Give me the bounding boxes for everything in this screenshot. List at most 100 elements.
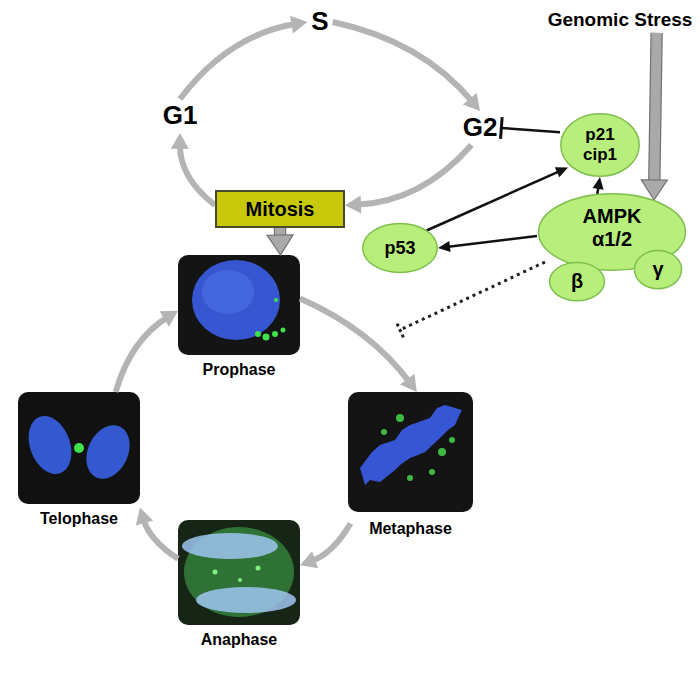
- connector: [171, 133, 215, 205]
- subunit-ellipse: β: [549, 262, 605, 301]
- midbody-dot: [74, 443, 84, 453]
- metaphase-micrograph: [348, 392, 473, 512]
- daughter-nucleus: [78, 418, 138, 486]
- arrowhead: [438, 241, 451, 252]
- node-text: γ: [652, 258, 663, 281]
- protein-ellipse: p53: [362, 223, 438, 273]
- green-speckle: [429, 469, 435, 475]
- node-text: Genomic Stress: [548, 9, 693, 31]
- ellipse-shape: [550, 263, 605, 301]
- green-speckle: [407, 475, 413, 481]
- ellipse-shape: [634, 251, 681, 289]
- connector-line: [501, 128, 560, 132]
- connector-line: [116, 317, 169, 392]
- green-dot: [255, 331, 261, 337]
- green-speckle: [396, 414, 404, 422]
- connector-line: [300, 298, 410, 383]
- inhibition-bar: [397, 323, 404, 338]
- protein-ellipse: p21 cip1: [560, 113, 640, 177]
- phase-label: G2: [459, 111, 502, 145]
- connector: [180, 16, 307, 99]
- mitosis-phase: Metaphase: [348, 392, 473, 538]
- micrograph-frame: [18, 392, 140, 504]
- chromatin-highlight: [202, 270, 254, 314]
- phase-label: S: [307, 5, 332, 39]
- green-dot: [256, 566, 261, 571]
- connector: [136, 508, 178, 559]
- connector-line: [143, 518, 178, 558]
- node-text: Telophase: [40, 510, 118, 528]
- arrowhead: [267, 235, 293, 255]
- arrowhead: [171, 133, 189, 149]
- connector-line: [446, 236, 537, 247]
- green-speckle: [381, 429, 387, 435]
- connector: [501, 117, 560, 139]
- connector-line: [180, 24, 296, 99]
- green-dot: [274, 298, 278, 302]
- node-text: Anaphase: [201, 631, 277, 649]
- mitosis-phase: Prophase: [178, 255, 300, 379]
- connector-line: [333, 22, 473, 102]
- arrowhead: [555, 167, 568, 177]
- chromatid-band: [182, 533, 278, 559]
- dotted-line: [400, 262, 545, 330]
- green-dot: [272, 331, 278, 337]
- node-text: G1: [163, 101, 198, 131]
- mitosis-phase: Telophase: [18, 392, 140, 528]
- node-text: Mitosis: [246, 198, 315, 221]
- arrowhead: [400, 374, 417, 392]
- arrowhead: [300, 551, 318, 568]
- node-text: p53: [384, 238, 415, 259]
- arrowhead: [593, 177, 604, 190]
- green-speckle: [449, 437, 455, 443]
- node-text: Prophase: [203, 361, 276, 379]
- green-dot: [263, 334, 270, 341]
- ellipse-shape: [363, 224, 437, 273]
- micrograph-frame: [178, 255, 300, 355]
- stress-label: Genomic Stress: [544, 7, 697, 33]
- micrograph-frame: [178, 520, 300, 625]
- ellipse-shape: [561, 114, 639, 177]
- connector-outline: [654, 33, 656, 186]
- connector: [116, 311, 178, 392]
- connector: [333, 22, 480, 111]
- connector: [438, 236, 537, 252]
- green-dot: [213, 570, 218, 575]
- mitosis-phase: Anaphase: [178, 520, 300, 649]
- arrowhead: [641, 180, 667, 200]
- phase-label: G1: [159, 99, 202, 133]
- micrograph-frame: [348, 392, 473, 512]
- chromosome-plate: [360, 405, 462, 485]
- green-speckle: [438, 448, 446, 456]
- connector-line: [356, 145, 471, 205]
- connector-line: [180, 144, 215, 205]
- anaphase-micrograph: [178, 520, 300, 625]
- node-text: p21 cip1: [578, 125, 622, 164]
- connector: [300, 298, 417, 392]
- connector: [345, 145, 471, 214]
- inhibition-bar: [501, 117, 503, 139]
- chromatid-band: [196, 587, 296, 613]
- connector-line: [427, 171, 561, 231]
- mitosis-box: Mitosis: [215, 190, 345, 228]
- node-text: Metaphase: [369, 520, 452, 538]
- green-dot: [238, 578, 242, 582]
- connector-line: [654, 33, 656, 186]
- connector: [641, 33, 667, 200]
- chromatin: [192, 260, 280, 340]
- inhibition-dotted: [397, 262, 545, 337]
- connector-line: [311, 523, 351, 561]
- connector: [300, 523, 351, 568]
- arrowhead: [136, 508, 153, 526]
- arrowhead: [345, 196, 361, 214]
- connector: [593, 177, 604, 196]
- green-dot: [281, 328, 286, 333]
- telophase-micrograph: [18, 392, 140, 504]
- node-text: G2: [463, 113, 498, 143]
- arrowhead: [290, 16, 307, 34]
- node-text: β: [571, 270, 583, 293]
- connector: [267, 228, 293, 255]
